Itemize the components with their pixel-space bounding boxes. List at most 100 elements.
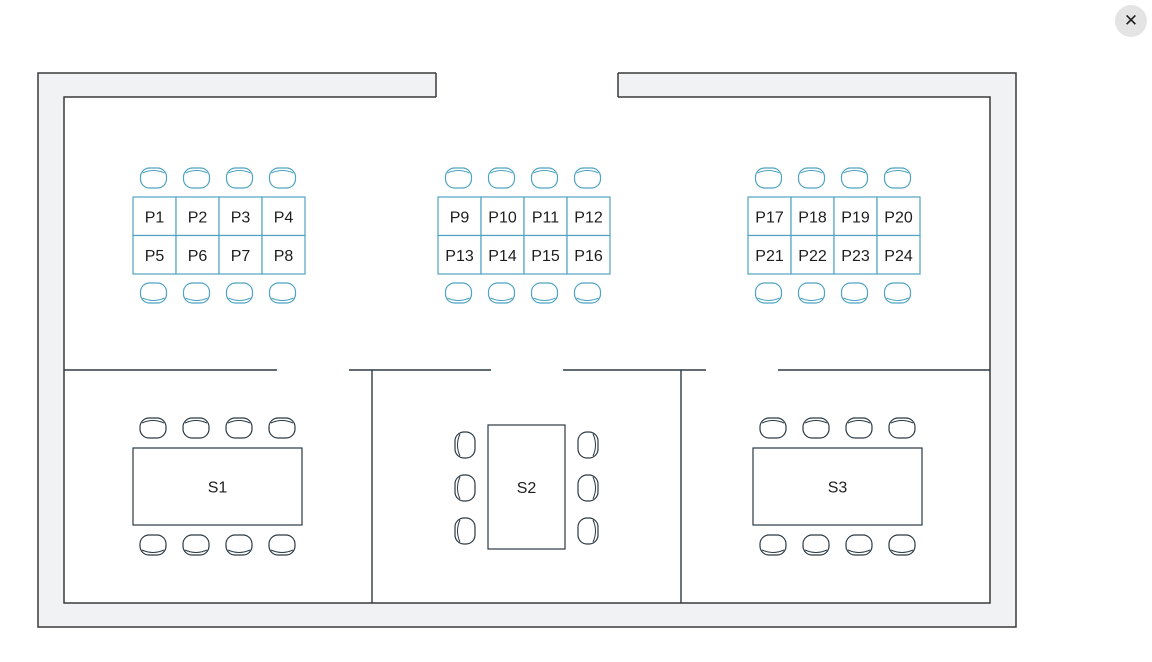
chair-icon (139, 534, 167, 556)
desk-p18[interactable]: P18 (790, 196, 835, 237)
desk-label: P13 (445, 248, 474, 265)
desk-p5[interactable]: P5 (132, 234, 177, 275)
chair-icon (444, 282, 473, 304)
desk-label: P8 (274, 248, 294, 265)
chair-icon (530, 167, 559, 189)
desk-p12[interactable]: P12 (566, 196, 611, 237)
desk-label: P20 (884, 209, 913, 226)
desk-p11[interactable]: P11 (523, 196, 568, 237)
chair-icon (225, 534, 253, 556)
desk-p4[interactable]: P4 (261, 196, 306, 237)
chair-icon (139, 417, 167, 439)
desk-label: P3 (231, 209, 251, 226)
desk-p13[interactable]: P13 (437, 234, 482, 275)
desk-p8[interactable]: P8 (261, 234, 306, 275)
chair-icon (182, 534, 210, 556)
chair-icon (883, 282, 912, 304)
desk-p14[interactable]: P14 (480, 234, 525, 275)
chair-icon (577, 474, 599, 502)
desk-p9[interactable]: P9 (437, 196, 482, 237)
outer-wall-line-left (37, 72, 1017, 628)
chair-icon (225, 417, 253, 439)
desk-p2[interactable]: P2 (175, 196, 220, 237)
meeting-table (487, 424, 566, 550)
entrance-gap (436, 70, 618, 100)
room-partitions (64, 369, 990, 603)
chair-icon (225, 282, 254, 304)
chair-icon (139, 167, 168, 189)
chair-icon (759, 417, 787, 439)
desk-p17[interactable]: P17 (747, 196, 792, 237)
desk-label: P2 (188, 209, 208, 226)
chair-icon (139, 282, 168, 304)
room-label: S2 (517, 480, 537, 497)
desk-label: P6 (188, 248, 208, 265)
desk-label: P21 (755, 248, 784, 265)
chair-icon (182, 417, 210, 439)
chair-icon (487, 167, 516, 189)
desk-label: P5 (145, 248, 165, 265)
desk-p3[interactable]: P3 (218, 196, 263, 237)
desk-p23[interactable]: P23 (833, 234, 878, 275)
chair-icon (888, 417, 916, 439)
close-button[interactable]: ✕ (1115, 5, 1147, 37)
desk-p22[interactable]: P22 (790, 234, 835, 275)
desk-label: P4 (274, 209, 294, 226)
chair-icon (754, 167, 783, 189)
chair-icon (454, 517, 476, 545)
chair-icon (802, 534, 830, 556)
meeting-room-s3[interactable]: S3 (752, 417, 923, 556)
room-label: S3 (828, 480, 848, 497)
desk-label: P18 (798, 209, 827, 226)
chair-icon (268, 282, 297, 304)
desk-p19[interactable]: P19 (833, 196, 878, 237)
close-icon: ✕ (1123, 10, 1139, 31)
desk-p1[interactable]: P1 (132, 196, 177, 237)
chair-icon (797, 282, 826, 304)
desk-label: P7 (231, 248, 251, 265)
desk-p20[interactable]: P20 (876, 196, 921, 237)
chair-icon (573, 282, 602, 304)
desk-p6[interactable]: P6 (175, 234, 220, 275)
desk-label: P15 (531, 248, 560, 265)
desk-label: P17 (755, 209, 784, 226)
chair-icon (182, 282, 211, 304)
chair-icon (577, 517, 599, 545)
chair-icon (845, 534, 873, 556)
chair-icon (845, 417, 873, 439)
chair-icon (268, 417, 296, 439)
chair-icon (444, 167, 473, 189)
chair-icon (487, 282, 516, 304)
chair-icon (182, 167, 211, 189)
chair-icon (573, 167, 602, 189)
chair-icon (454, 474, 476, 502)
desk-label: P1 (145, 209, 165, 226)
desk-p15[interactable]: P15 (523, 234, 568, 275)
chair-icon (268, 167, 297, 189)
meeting-room-s2[interactable]: S2 (454, 424, 599, 550)
desk-p21[interactable]: P21 (747, 234, 792, 275)
meeting-table (132, 447, 303, 526)
desk-p24[interactable]: P24 (876, 234, 921, 275)
meeting-room-s1[interactable]: S1 (132, 417, 303, 556)
desk-p10[interactable]: P10 (480, 196, 525, 237)
desk-label: P19 (841, 209, 870, 226)
desk-label: P12 (574, 209, 603, 226)
chair-icon (530, 282, 559, 304)
room-label: S1 (208, 480, 228, 497)
chair-icon (759, 534, 787, 556)
desk-p7[interactable]: P7 (218, 234, 263, 275)
chair-icon (454, 431, 476, 459)
chair-icon (802, 417, 830, 439)
desk-p16[interactable]: P16 (566, 234, 611, 275)
desk-label: P16 (574, 248, 603, 265)
chair-icon (225, 167, 254, 189)
desk-label: P22 (798, 248, 827, 265)
meeting-table (752, 447, 923, 526)
chair-icon (577, 431, 599, 459)
